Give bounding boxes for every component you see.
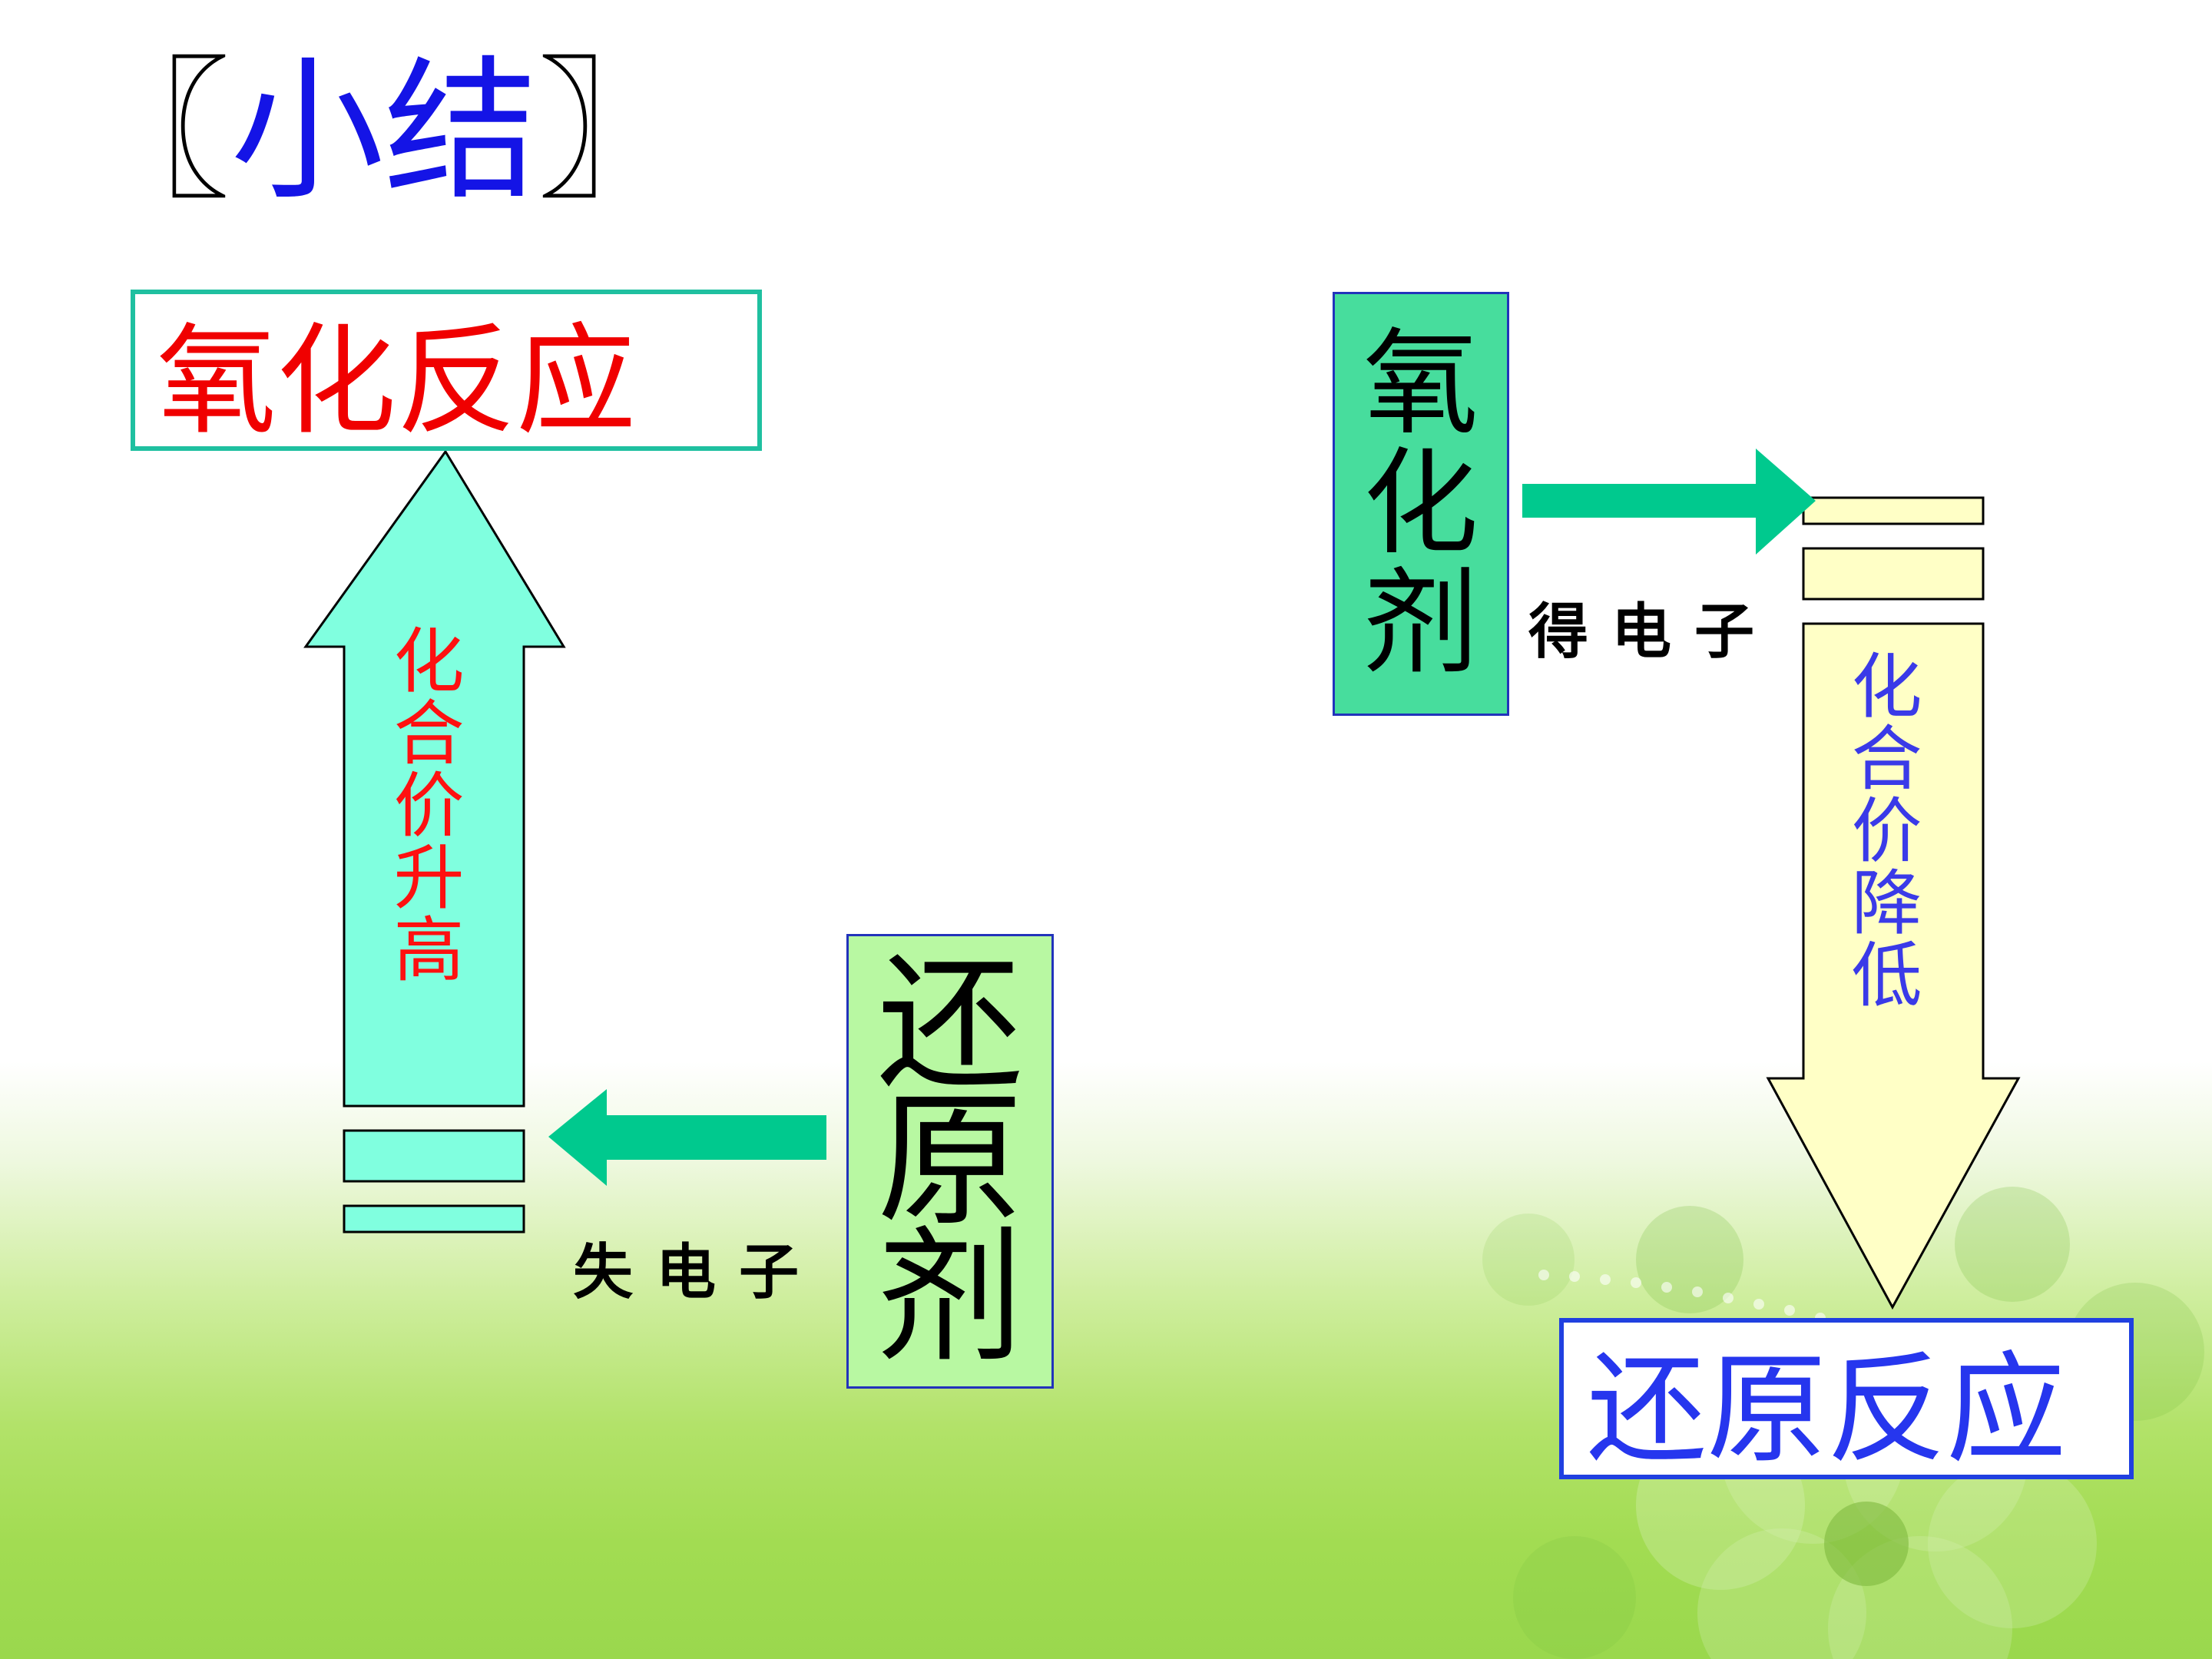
- equal-sign-bar-top: [1802, 496, 1985, 525]
- valence-fall-arrow: [1766, 622, 2021, 1310]
- oxidant-char: 剂: [1363, 557, 1479, 690]
- title-right-bracket: 〗: [538, 42, 692, 221]
- flower-decoration-icon: [1482, 1187, 2204, 1659]
- title-left-bracket: 〖: [77, 42, 231, 221]
- valence-rise-arrow: [303, 449, 566, 1108]
- oxidant-char: 化: [1363, 437, 1479, 571]
- gain-electrons-label: 得电子: [1528, 597, 1778, 667]
- title-text: 小结: [230, 42, 538, 221]
- equal-sign-bar-bottom: [1802, 547, 1985, 601]
- equal-sign-bar-top: [343, 1129, 525, 1183]
- reductant-char: 原: [876, 1076, 1023, 1246]
- valence-rise-label: 化合价升高: [382, 624, 464, 985]
- oxidation-reaction-box: 氧化反应: [131, 290, 762, 451]
- reduction-reaction-label: 还原反应: [1587, 1339, 2066, 1479]
- lose-electrons-label: 失电子: [573, 1237, 823, 1307]
- equal-sign-bar-bottom: [343, 1204, 525, 1233]
- lose-electron-arrow: [548, 1089, 826, 1186]
- gain-electron-arrow: [1522, 449, 1816, 555]
- page-title: 〖小结〗: [77, 55, 691, 209]
- oxidant-char: 氧: [1363, 317, 1479, 451]
- reduction-reaction-box: 还原反应: [1559, 1318, 2134, 1479]
- reductant-char: 还: [876, 939, 1023, 1109]
- reductant-char: 剂: [876, 1213, 1023, 1382]
- oxidant-box: 氧 化 剂: [1333, 292, 1509, 716]
- reductant-box: 还 原 剂: [846, 934, 1054, 1389]
- oxidation-reaction-label: 氧化反应: [157, 311, 636, 451]
- valence-fall-label: 化合价降低: [1839, 649, 1922, 1010]
